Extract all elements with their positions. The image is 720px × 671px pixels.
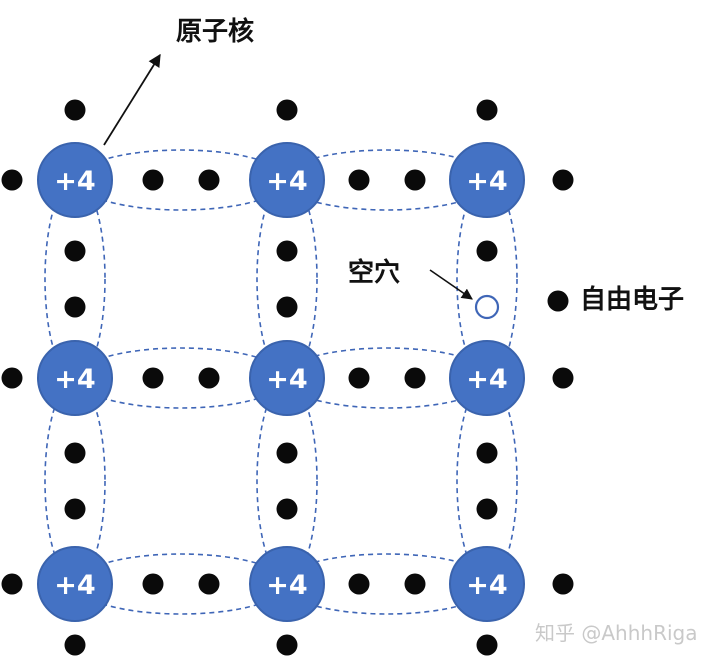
atomic-nucleus xyxy=(37,546,113,622)
electron xyxy=(276,240,298,262)
hole-pointer-arrow xyxy=(429,269,473,300)
hole-marker xyxy=(474,294,500,320)
electron xyxy=(64,296,86,318)
electron xyxy=(404,169,426,191)
atomic-nucleus xyxy=(249,142,325,218)
electron xyxy=(547,290,569,312)
electron xyxy=(64,99,86,121)
atomic-nucleus xyxy=(249,546,325,622)
electron xyxy=(552,367,574,389)
electron xyxy=(1,573,23,595)
electron xyxy=(348,169,370,191)
nucleus-charge-label: +4 xyxy=(266,570,307,601)
nucleus-charge-label: +4 xyxy=(466,166,507,197)
electron xyxy=(64,634,86,656)
nucleus-pointer-arrow xyxy=(103,53,161,146)
electron xyxy=(476,498,498,520)
electron xyxy=(276,442,298,464)
nucleus-charge-label: +4 xyxy=(266,364,307,395)
nucleus-charge-label: +4 xyxy=(54,364,95,395)
electron xyxy=(276,296,298,318)
valence-electrons xyxy=(1,99,574,656)
electron xyxy=(404,367,426,389)
atomic-nucleus xyxy=(249,340,325,416)
atomic-nucleus xyxy=(37,340,113,416)
nucleus-charge-label: +4 xyxy=(54,570,95,601)
nucleus-charge-label: +4 xyxy=(54,166,95,197)
atomic-nucleus xyxy=(449,142,525,218)
electron xyxy=(276,99,298,121)
electron xyxy=(142,367,164,389)
electron xyxy=(1,367,23,389)
electron xyxy=(1,169,23,191)
nucleus-charge-label: +4 xyxy=(466,570,507,601)
electron xyxy=(476,240,498,262)
electron xyxy=(276,634,298,656)
hole-annotation: 空穴 xyxy=(348,257,400,288)
electron xyxy=(348,573,370,595)
electron xyxy=(198,367,220,389)
electron xyxy=(348,367,370,389)
electron xyxy=(198,573,220,595)
nucleus-charge-label: +4 xyxy=(266,166,307,197)
electron xyxy=(476,99,498,121)
watermark: 知乎 @AhhhRiga xyxy=(535,621,697,645)
electron xyxy=(552,573,574,595)
electron xyxy=(64,498,86,520)
nucleus-annotation: 原子核 xyxy=(176,16,254,47)
electron xyxy=(64,240,86,262)
electron xyxy=(552,169,574,191)
electron xyxy=(276,498,298,520)
electron xyxy=(64,442,86,464)
electron xyxy=(404,573,426,595)
atomic-nuclei: +4 +4 +4 +4 +4 +4 +4 +4 +4 xyxy=(37,142,525,622)
atomic-nucleus xyxy=(449,340,525,416)
electron xyxy=(142,573,164,595)
electron xyxy=(142,169,164,191)
atomic-nucleus xyxy=(449,546,525,622)
electron xyxy=(198,169,220,191)
free-electron-annotation: 自由电子 xyxy=(580,284,684,315)
atomic-nucleus xyxy=(37,142,113,218)
nucleus-charge-label: +4 xyxy=(466,364,507,395)
electron xyxy=(476,442,498,464)
electron xyxy=(476,634,498,656)
